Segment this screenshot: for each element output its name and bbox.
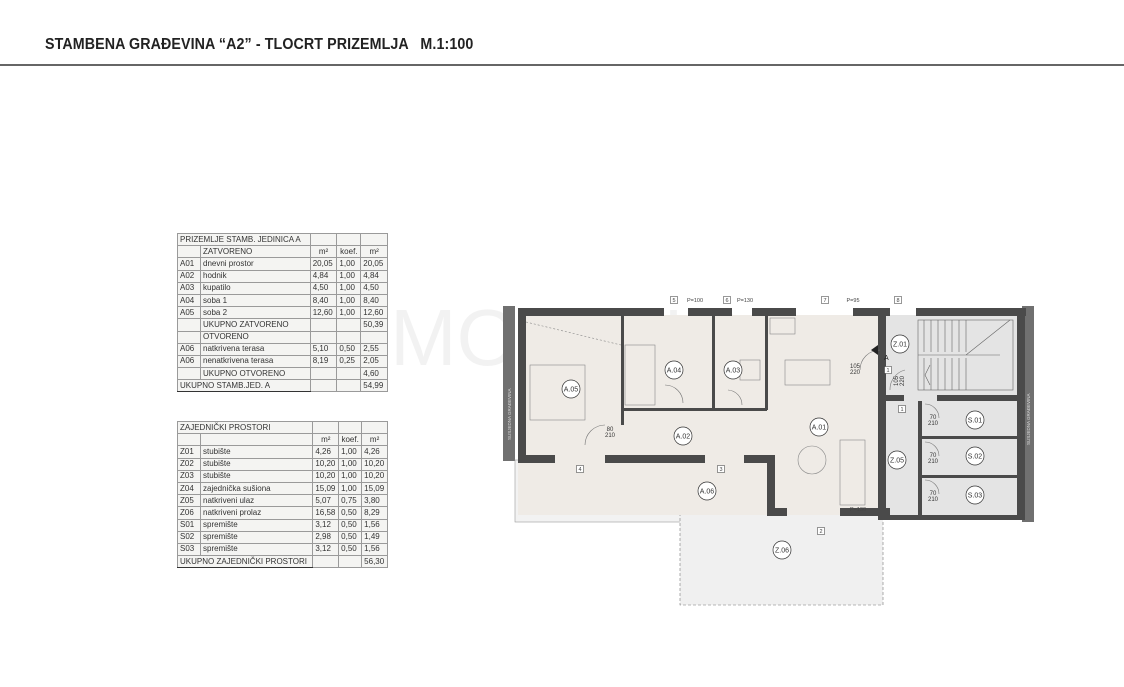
bed-icon	[529, 364, 586, 421]
entrance-marker: A	[884, 355, 889, 362]
walls	[518, 308, 1026, 520]
table-row: Z03 stubište 10,20 1,00 10,20	[177, 469, 388, 483]
staircase	[917, 319, 1014, 391]
net-area-value: 1,56	[361, 542, 388, 557]
unit-floor	[518, 315, 885, 515]
window-tag-w4: 4	[578, 467, 581, 473]
total-value: 56,30	[361, 555, 388, 569]
table-row: A03 kupatilo 4,50 1,00 4,50	[177, 281, 388, 295]
neighbor-strip-left	[503, 306, 515, 461]
door-size-building-entry: 105 220	[894, 375, 907, 387]
coefficient-value: 0,50	[336, 342, 362, 356]
window-tag-w1b: 1	[900, 407, 903, 413]
header-rule	[0, 64, 1124, 66]
sill-height-p6: P=130	[737, 298, 753, 304]
room-tag-circle	[673, 426, 693, 446]
room-tag-circle	[561, 379, 581, 399]
room-tag-circle	[890, 334, 910, 354]
door-size-unit-entry: 105 220	[850, 364, 861, 376]
net-area-value: 1,56	[361, 518, 388, 532]
common-floor	[885, 315, 1022, 520]
door-size-s01: 70 210	[928, 415, 939, 427]
table-row: A01 dnevni prostor 20,05 1,00 20,05	[177, 257, 388, 271]
room-tag-circle	[965, 485, 985, 505]
sill-height-p2: P=130	[850, 507, 866, 513]
window-tag-w6: 6	[725, 298, 728, 304]
window-tag-box	[717, 465, 725, 473]
round-table-icon	[797, 445, 827, 475]
window-tag-box	[894, 296, 902, 304]
total-label: UKUPNO ZAJEDNIČKI PROSTORI	[176, 555, 314, 569]
room-tag-z06: Z.06	[775, 548, 789, 555]
table-row: Z02 stubište 10,20 1,00 10,20	[177, 457, 388, 471]
sofa-icon	[839, 439, 866, 506]
sill-height-p7: P=95	[847, 298, 860, 304]
room-tag-s02: S.02	[968, 454, 983, 461]
door-size-s03: 70 210	[928, 491, 939, 503]
window-tag-box	[898, 405, 906, 413]
room-tag-circle	[965, 446, 985, 466]
stove-icon	[769, 317, 796, 335]
bed-icon	[624, 344, 656, 406]
door-size-s02: 70 210	[928, 453, 939, 465]
table-row: S02 spremište 2,98 0,50 1,49	[177, 530, 388, 544]
room-tag-circle	[723, 360, 743, 380]
room-tag-circle	[809, 417, 829, 437]
neighbor-label-left: SUSJEDNA GRAĐEVINA	[507, 388, 512, 440]
window-tag-box	[817, 527, 825, 535]
table-row: S01 spremište 3,12 0,50 1,56	[177, 518, 388, 532]
window-tag-box	[576, 465, 584, 473]
table-row: Z06 natkriveni prolaz 16,58 0,50 8,29	[177, 506, 388, 520]
room-tag-a06: A.06	[700, 489, 715, 496]
drawing-title: STAMBENA GRAĐEVINA “A2” - TLOCRT PRIZEML…	[45, 36, 474, 53]
total-label: UKUPNO STAMB.JED. A	[177, 379, 311, 393]
entrance-arrow-icon	[871, 345, 878, 355]
sill-height-p5: P=100	[687, 298, 703, 304]
window-tag-box	[884, 366, 892, 374]
room-tag-a03: A.03	[726, 368, 741, 375]
room-tag-circle	[697, 481, 717, 501]
room-tag-a01: A.01	[812, 425, 827, 432]
total-value: 54,99	[360, 379, 388, 393]
room-tag-circle	[772, 540, 792, 560]
window-tag-w8: 8	[896, 298, 899, 304]
room-tag-s03: S.03	[968, 493, 983, 500]
window-tag-w1a: 1	[886, 368, 889, 374]
window-tag-w7: 7	[823, 298, 826, 304]
room-tag-circle	[887, 450, 907, 470]
room-tag-circle	[664, 360, 684, 380]
room-tag-circle	[965, 410, 985, 430]
room-tag-s01: S.01	[968, 418, 983, 425]
window-tag-w2: 2	[819, 529, 822, 535]
room-tag-a04: A.04	[667, 368, 682, 375]
room-tag-z01: Z.01	[893, 342, 907, 349]
dining-table-icon	[784, 359, 831, 386]
room-tag-z05: Z.05	[890, 458, 904, 465]
window-tag-box	[670, 296, 678, 304]
room-tag-a05: A.05	[564, 387, 579, 394]
table-row: S03 spremište 3,12 0,50 1,56	[177, 542, 388, 557]
window-tag-box	[821, 296, 829, 304]
window-tag-box	[723, 296, 731, 304]
neighbor-label-right: SUSJEDNA GRAĐEVINA	[1026, 393, 1031, 445]
window-tag-w5: 5	[672, 298, 675, 304]
door-size-a05: 80 210	[605, 427, 616, 439]
room-tag-a02: A.02	[676, 434, 691, 441]
window-tag-w3: 3	[719, 467, 722, 473]
